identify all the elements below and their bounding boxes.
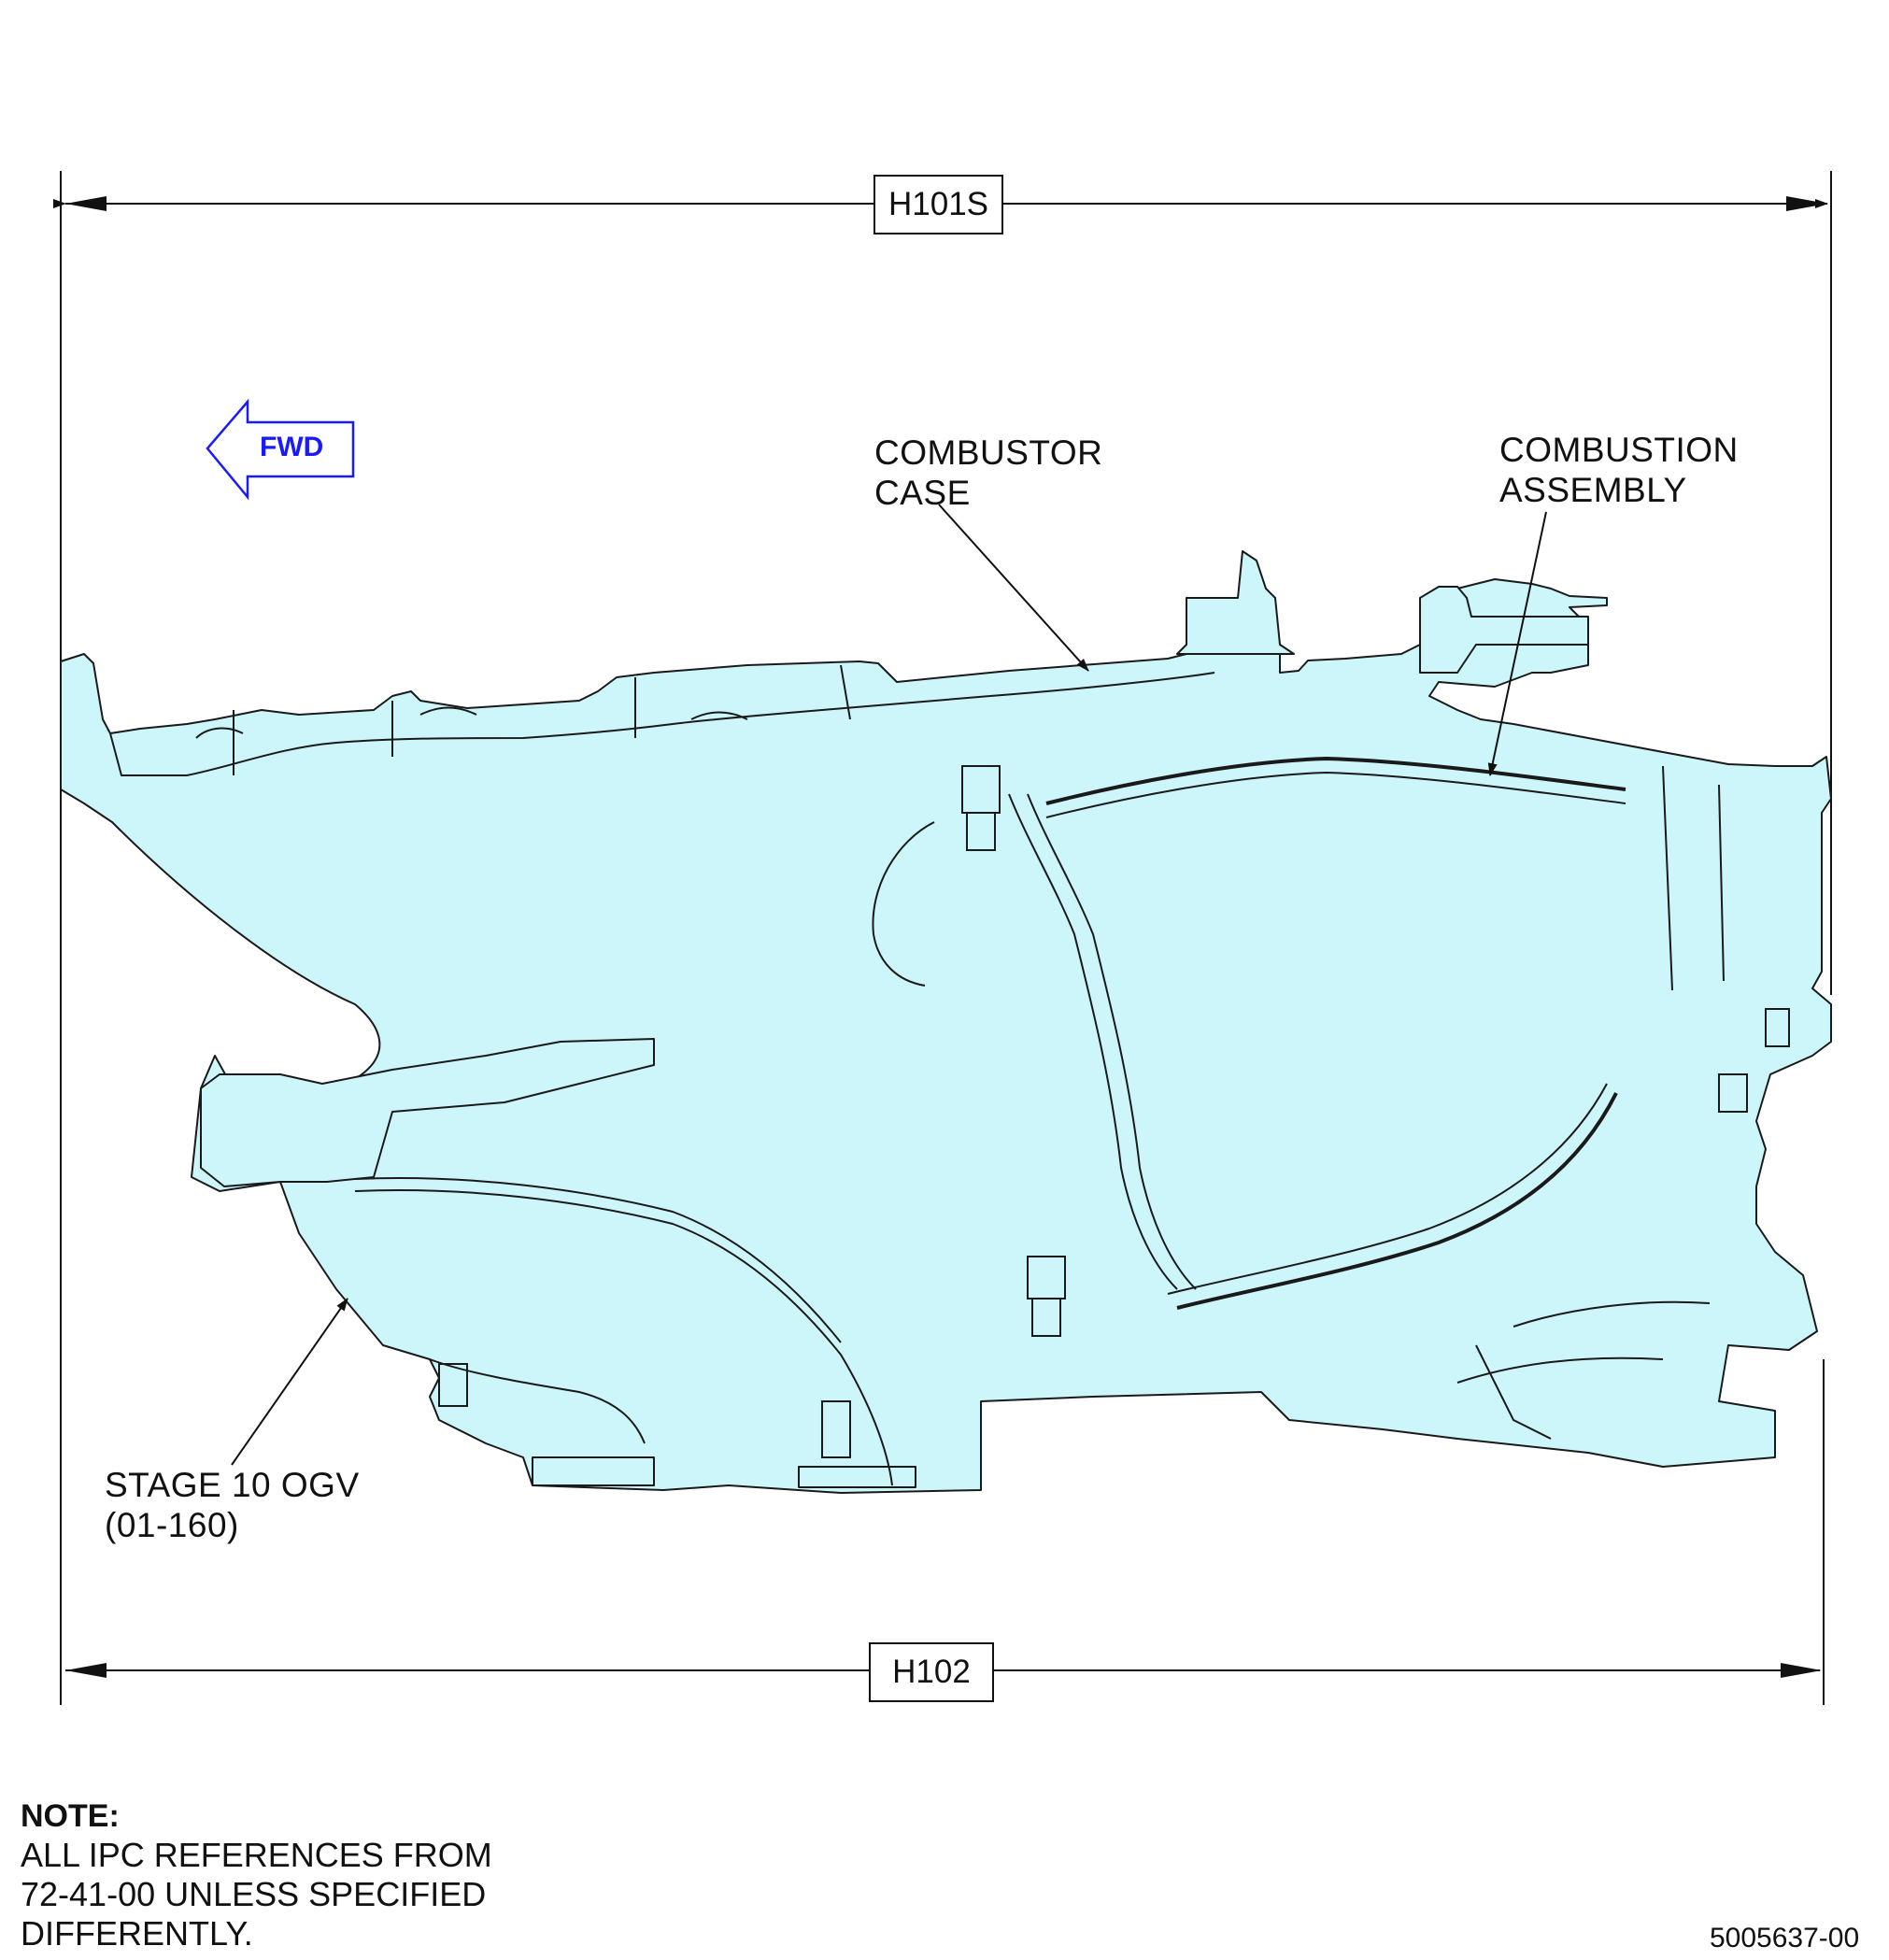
- dimension-label-top: H101S: [873, 175, 1003, 234]
- combustor-case-leader: [938, 504, 1089, 672]
- combustion-assembly-leader: [1487, 511, 1547, 776]
- note-line-3: DIFFERENTLY.: [21, 1914, 253, 1953]
- combustion-assembly-label: COMBUSTION ASSEMBLY: [1499, 430, 1739, 510]
- dimension-label-bottom: H102: [869, 1642, 994, 1702]
- combustor-case-line-1: COMBUSTOR: [874, 433, 1103, 472]
- combustor-case-line-2: CASE: [874, 474, 971, 512]
- fwd-arrow: [206, 398, 355, 501]
- stage10-ogv-label: STAGE 10 OGV (01-160): [105, 1465, 360, 1545]
- stage10-ogv-line-1: STAGE 10 OGV: [105, 1466, 360, 1504]
- figure-number: 5005637-00: [1710, 1923, 1860, 1953]
- note-title: NOTE:: [21, 1798, 120, 1834]
- stage10-ogv-leader: [231, 1298, 348, 1466]
- combustion-assembly-line-2: ASSEMBLY: [1499, 471, 1687, 509]
- note-line-1: ALL IPC REFERENCES FROM: [21, 1836, 492, 1874]
- note-line-2: 72-41-00 UNLESS SPECIFIED: [21, 1875, 487, 1913]
- stage10-ogv-line-2: (01-160): [105, 1506, 239, 1544]
- interior-details: [109, 664, 1790, 1486]
- fwd-label: FWD: [260, 432, 324, 462]
- combustor-case-label: COMBUSTOR CASE: [874, 433, 1102, 513]
- combustion-assembly-line-1: COMBUSTION: [1499, 431, 1739, 469]
- engine-section: [60, 550, 1832, 1494]
